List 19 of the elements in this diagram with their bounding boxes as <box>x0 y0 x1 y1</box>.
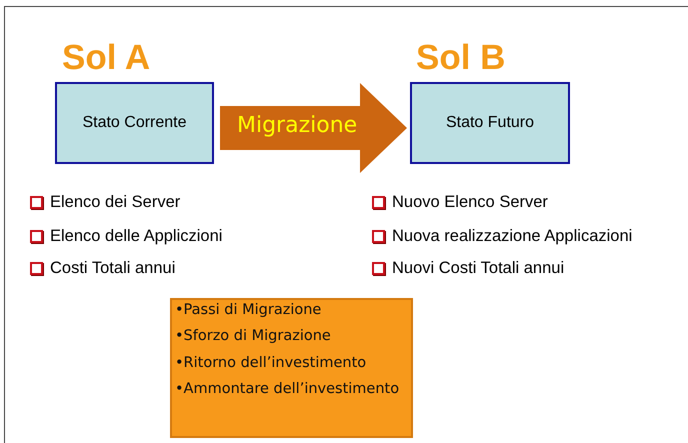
edge-label: Migrazione <box>237 115 358 137</box>
list-item: Nuovo Elenco Server <box>392 192 548 212</box>
list-item: Elenco delle Appliczioni <box>50 226 222 246</box>
bullet-item: •Sforzo di Migrazione <box>175 328 332 346</box>
box-label: Stato Futuro <box>446 114 534 132</box>
list-item: Nuova realizzazione Applicazioni <box>392 226 632 246</box>
state-box <box>55 82 214 164</box>
list-item: Nuovi Costi Totali annui <box>392 258 564 278</box>
bullet-item: •Ritorno dell’investimento <box>175 354 368 372</box>
solution-heading: Sol B <box>416 40 506 75</box>
state-box <box>410 82 570 164</box>
list-item: Elenco dei Server <box>50 192 180 212</box>
bullet-item: •Ammontare dell’investimento <box>175 381 400 399</box>
solution-heading: Sol A <box>62 40 150 75</box>
notes-box <box>170 298 413 438</box>
block-arrow <box>220 83 407 173</box>
list-item: Costi Totali annui <box>50 258 176 278</box>
box-label: Stato Corrente <box>82 114 187 132</box>
bullet-item: •Passi di Migrazione <box>175 302 322 320</box>
